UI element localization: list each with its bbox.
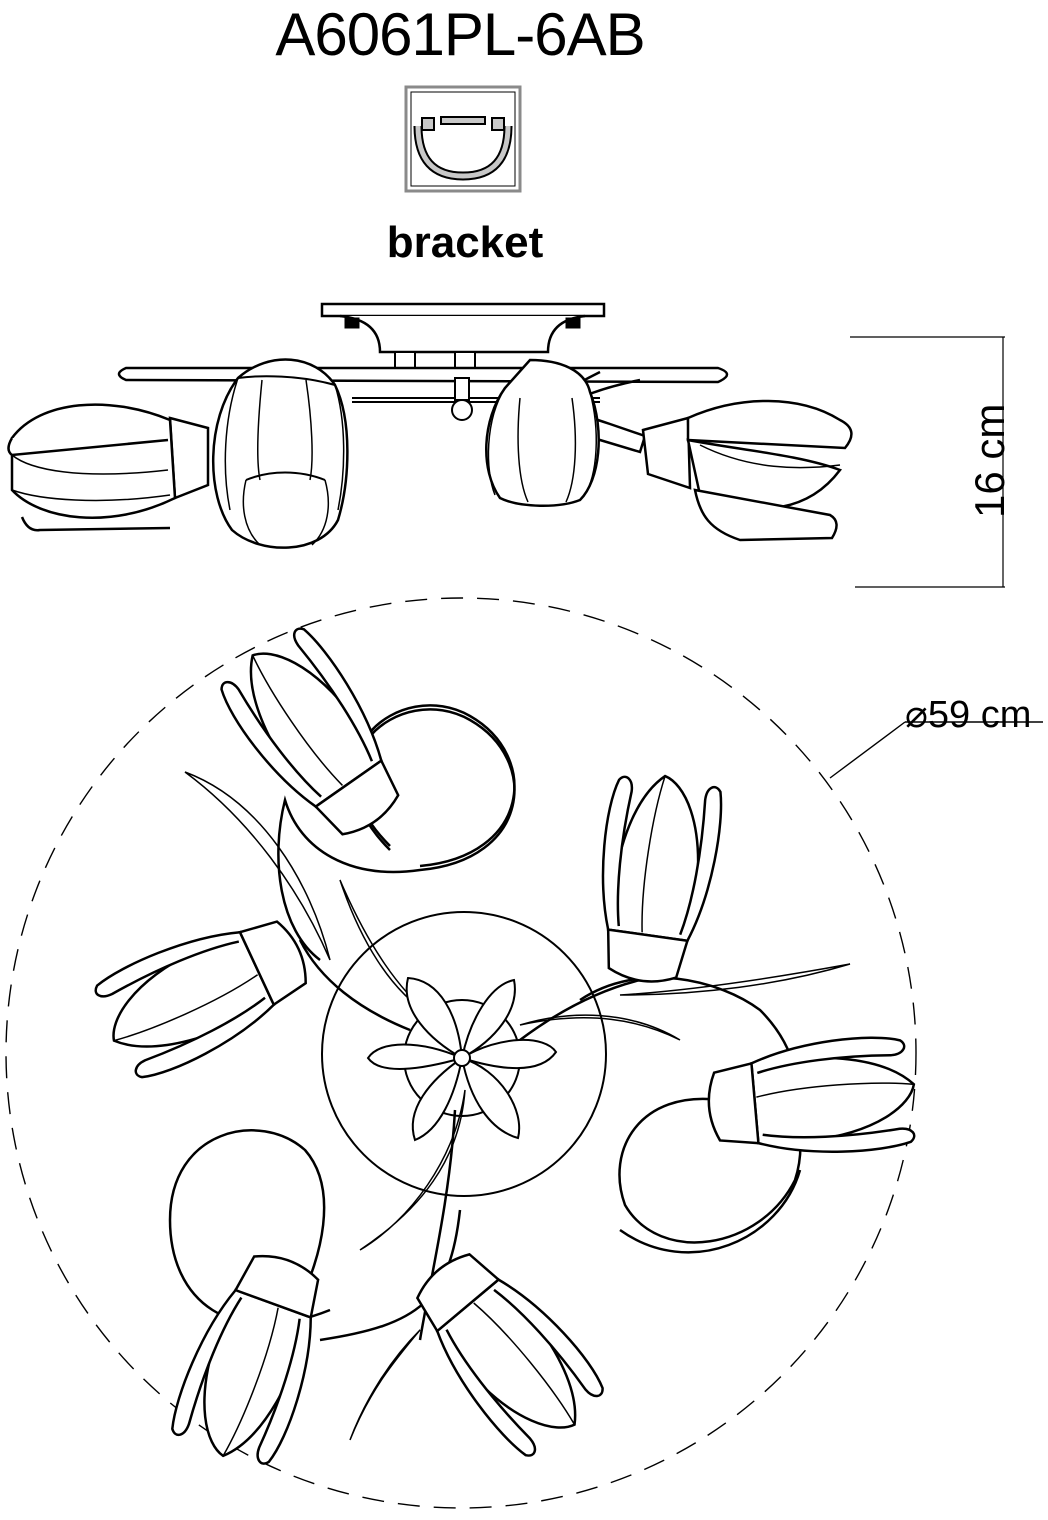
top-view xyxy=(5,597,1043,1509)
mount-type-label: bracket xyxy=(386,218,544,267)
diameter-dimension-label: ⌀59 cm xyxy=(905,694,1031,736)
height-dimension-label: 16 cm xyxy=(966,404,1013,518)
model-title: A6061PL-6AB xyxy=(275,1,645,68)
bracket-mount-icon xyxy=(404,85,522,193)
center-flower xyxy=(366,976,558,1142)
side-view xyxy=(7,302,1005,588)
